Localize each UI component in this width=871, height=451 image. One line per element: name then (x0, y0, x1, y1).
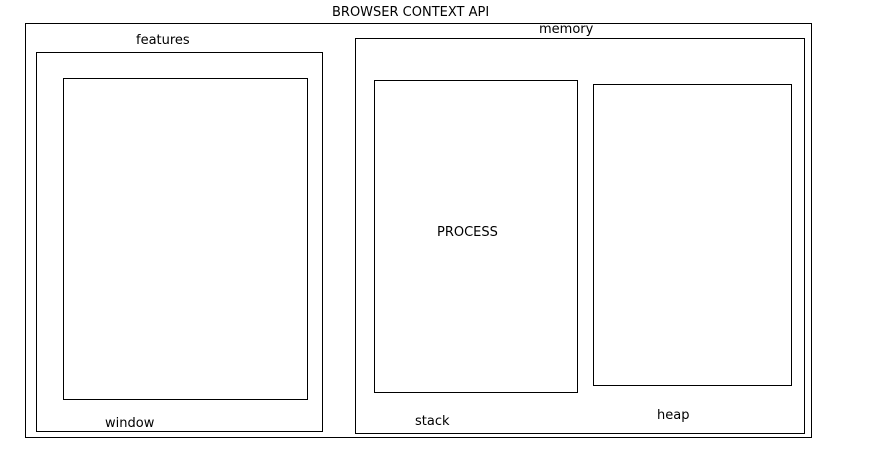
diagram-title: BROWSER CONTEXT API (332, 5, 490, 20)
stack-box (374, 80, 578, 393)
features-label: features (136, 33, 190, 48)
memory-label: memory (539, 22, 594, 37)
window-label: window (105, 416, 155, 431)
process-label: PROCESS (437, 225, 498, 240)
heap-box (593, 84, 792, 386)
window-box (63, 78, 308, 400)
memory-box (355, 38, 805, 434)
outer-frame (25, 23, 812, 438)
features-box (36, 52, 323, 432)
stack-label: stack (415, 414, 450, 429)
heap-label: heap (657, 408, 690, 423)
